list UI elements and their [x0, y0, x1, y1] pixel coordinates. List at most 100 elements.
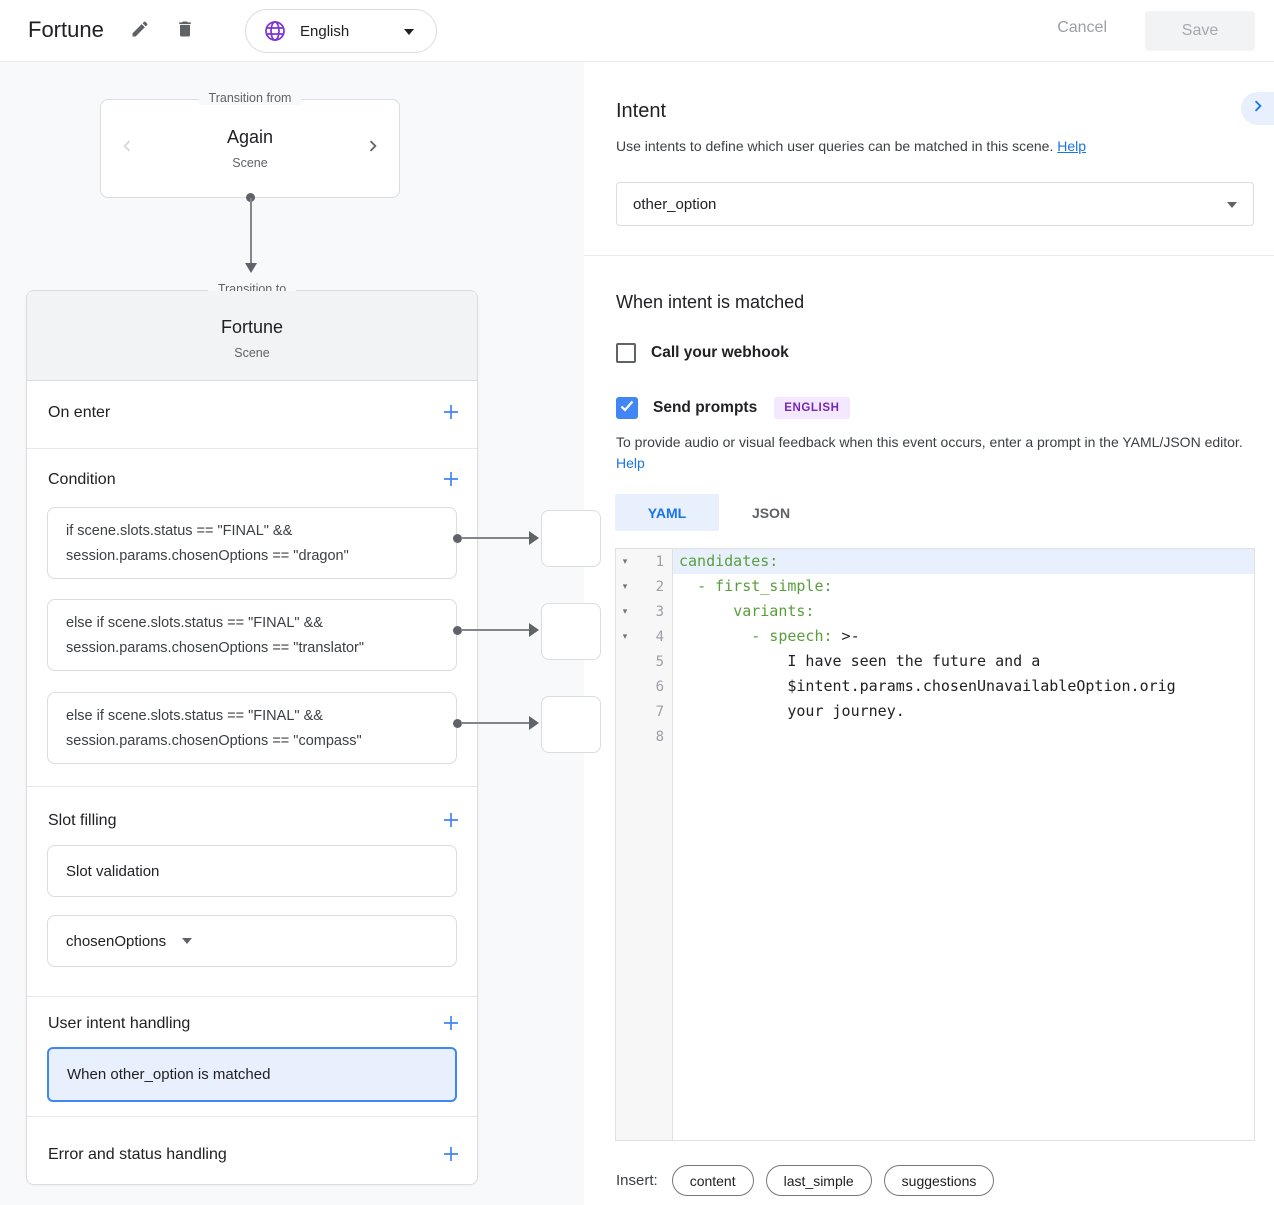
scene-card-header[interactable]: Fortune Scene: [27, 291, 477, 381]
condition-connector-line: [461, 537, 531, 539]
condition-card-dragon[interactable]: if scene.slots.status == "FINAL" && sess…: [47, 507, 457, 579]
transition-from-card[interactable]: Transition from Again Scene: [100, 91, 400, 198]
edit-scene-button[interactable]: [127, 18, 153, 44]
condition-target-box[interactable]: [541, 603, 601, 660]
save-button[interactable]: Save: [1145, 11, 1255, 51]
send-prompts-checkbox[interactable]: [616, 397, 638, 419]
editor-tabs: YAML JSON: [615, 494, 823, 531]
intent-description-text: Use intents to define which user queries…: [616, 138, 1054, 154]
language-label: English: [300, 22, 350, 40]
add-condition-button[interactable]: [440, 470, 462, 492]
line-number: 1: [655, 553, 664, 570]
fold-toggle-icon[interactable]: ▾: [622, 631, 628, 641]
insert-content-chip[interactable]: content: [671, 1165, 754, 1196]
next-scene-button[interactable]: [361, 137, 385, 161]
divider: [584, 255, 1274, 256]
slot-validation-card[interactable]: Slot validation: [47, 845, 457, 897]
transition-to-type: Scene: [234, 346, 270, 360]
chevron-down-icon: [1227, 202, 1237, 208]
fold-toggle-icon[interactable]: ▾: [622, 556, 628, 566]
intent-heading: Intent: [616, 100, 667, 122]
insert-suggestions-chip[interactable]: suggestions: [883, 1165, 995, 1196]
condition-connector-dot: [453, 626, 462, 635]
condition-target-box[interactable]: [541, 696, 601, 753]
insert-label: Insert:: [616, 1172, 658, 1189]
code-line[interactable]: I have seen the future and a: [679, 652, 1041, 670]
condition-card-translator[interactable]: else if scene.slots.status == "FINAL" &&…: [47, 599, 457, 671]
code-line[interactable]: $intent.params.chosenUnavailableOption.o…: [679, 677, 1176, 695]
code-line[interactable]: - first_simple:: [697, 577, 833, 595]
slot-chosenoptions-card[interactable]: chosenOptions: [47, 915, 457, 967]
line-number: 3: [655, 603, 664, 620]
language-selector[interactable]: English: [245, 9, 437, 53]
code-line[interactable]: candidates:: [673, 549, 1254, 574]
plus-icon: [442, 403, 460, 426]
check-icon: [620, 399, 634, 417]
add-user-intent-button[interactable]: [440, 1014, 462, 1036]
language-badge: ENGLISH: [774, 397, 850, 419]
on-enter-label: On enter: [48, 404, 111, 421]
previous-scene-button[interactable]: [115, 137, 139, 161]
user-intent-section: User intent handling When other_option i…: [27, 996, 477, 1116]
condition-line: if scene.slots.status == "FINAL" &&: [66, 523, 293, 539]
plus-icon: [442, 470, 460, 493]
condition-card-compass[interactable]: else if scene.slots.status == "FINAL" &&…: [47, 692, 457, 764]
code-line[interactable]: - speech: >-: [751, 627, 860, 645]
condition-target-box[interactable]: [541, 510, 601, 567]
transition-from-name: Again: [226, 127, 274, 147]
code-line[interactable]: variants:: [733, 602, 815, 620]
condition-section: Condition if scene.slots.status == "FINA…: [27, 448, 477, 786]
trash-icon: [175, 19, 195, 44]
condition-connector-line: [461, 629, 531, 631]
chevron-down-icon: [182, 938, 193, 944]
line-number: 2: [655, 578, 664, 595]
pencil-icon: [130, 19, 150, 44]
add-slot-button[interactable]: [440, 811, 462, 833]
line-number: 8: [655, 728, 664, 745]
add-on-enter-button[interactable]: [440, 403, 462, 425]
code-line[interactable]: your journey.: [679, 702, 905, 720]
condition-connector-line: [461, 722, 531, 724]
plus-icon: [442, 1014, 460, 1037]
condition-line: session.params.chosenOptions == "dragon": [66, 548, 349, 564]
fold-toggle-icon[interactable]: ▾: [622, 581, 628, 591]
send-prompts-checkbox-row[interactable]: Send prompts ENGLISH: [616, 397, 850, 419]
transition-from-type: Scene: [232, 156, 268, 170]
intent-handler-label: When other_option is matched: [67, 1066, 271, 1083]
intent-help-link[interactable]: Help: [1057, 138, 1087, 154]
webhook-checkbox[interactable]: [616, 343, 636, 363]
transition-to-card: Transition to Fortune Scene On enter Con…: [26, 282, 478, 1185]
plus-icon: [442, 1145, 460, 1168]
add-error-handler-button[interactable]: [440, 1145, 462, 1167]
intent-handler-selected-card[interactable]: When other_option is matched: [47, 1047, 457, 1102]
intent-description: Use intents to define which user queries…: [616, 138, 1086, 154]
chevron-left-icon: [116, 135, 138, 162]
intent-select[interactable]: other_option: [616, 182, 1254, 226]
prompts-help-link[interactable]: Help: [616, 455, 645, 471]
line-number: 7: [655, 703, 664, 720]
line-number: 6: [655, 678, 664, 695]
intent-select-value: other_option: [633, 195, 717, 213]
condition-line: session.params.chosenOptions == "transla…: [66, 640, 365, 656]
condition-arrow-icon: [529, 531, 539, 545]
fold-toggle-icon[interactable]: ▾: [622, 606, 628, 616]
code-line[interactable]: [673, 724, 1254, 749]
tab-json[interactable]: JSON: [751, 504, 791, 521]
collapse-panel-button[interactable]: [1241, 92, 1274, 125]
chevron-down-icon: [404, 29, 414, 35]
slot-filling-section: Slot filling Slot validation chosenOptio…: [27, 786, 477, 996]
delete-scene-button[interactable]: [172, 18, 198, 44]
prompts-description-text: To provide audio or visual feedback when…: [616, 434, 1243, 450]
slot-validation-label: Slot validation: [66, 862, 160, 880]
intent-detail-panel: Intent Use intents to define which user …: [584, 62, 1274, 1205]
code-lines[interactable]: candidates: - first_simple: variants: - …: [673, 549, 1254, 1140]
prompts-description: To provide audio or visual feedback when…: [616, 432, 1264, 474]
transition-arrow-down-icon: [245, 263, 257, 273]
cancel-button[interactable]: Cancel: [1057, 19, 1107, 36]
slot-filling-label: Slot filling: [48, 812, 117, 829]
plus-icon: [442, 811, 460, 834]
tab-yaml[interactable]: YAML: [615, 494, 719, 531]
insert-last-simple-chip[interactable]: last_simple: [765, 1165, 872, 1196]
webhook-checkbox-row[interactable]: Call your webhook: [616, 343, 789, 363]
